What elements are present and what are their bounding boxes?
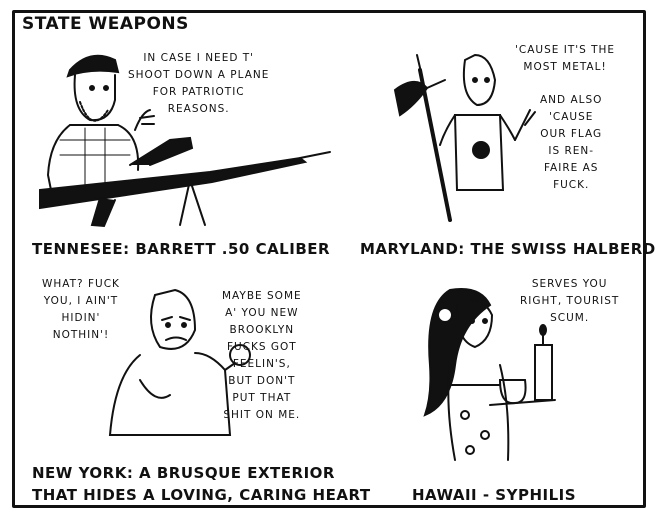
tennessee-speech: IN CASE I NEED T' SHOOT DOWN A PLANE FOR… [128, 52, 270, 115]
tennessee-figure-illustration [39, 54, 331, 228]
hawaii-speech: SERVES YOU RIGHT, TOURIST SCUM. [520, 278, 620, 324]
maryland-caption: MARYLAND: THE SWISS HALBERD [360, 240, 656, 258]
maryland-speech-2: AND ALSO 'CAUSE OUR FLAG IS REN- FAIRE A… [540, 94, 603, 191]
new-york-speech-1: WHAT? FUCK YOU, I AIN'T HIDIN' NOTHIN'! [42, 278, 120, 341]
comic-title: STATE WEAPONS [22, 14, 189, 34]
hawaii-figure-illustration [423, 288, 556, 461]
maryland-figure-illustration [393, 53, 536, 222]
new-york-caption: NEW YORK: A BRUSQUE EXTERIOR THAT HIDES … [32, 464, 371, 504]
tennessee-caption: TENNESEE: BARRETT .50 CALIBER [32, 240, 331, 258]
new-york-figure-illustration [108, 288, 251, 436]
hawaii-caption: HAWAII - SYPHILIS [412, 486, 577, 504]
maryland-speech-1: 'CAUSE IT'S THE MOST METAL! [515, 44, 616, 73]
new-york-speech-2: MAYBE SOME A' YOU NEW BROOKLYN FUCKS GOT… [222, 290, 302, 421]
comic-frame [12, 10, 646, 508]
